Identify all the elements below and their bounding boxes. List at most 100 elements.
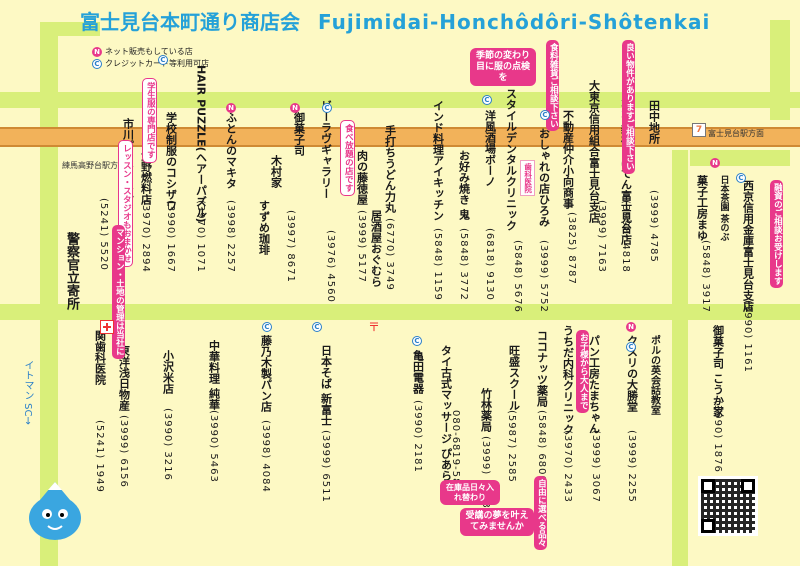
bubble-food-store: 食べ放題の店です bbox=[340, 120, 356, 196]
tel-koshizawa: (3990) 1667 bbox=[165, 200, 176, 273]
qr-code-icon bbox=[698, 476, 758, 536]
tel-shinfuji-soba: (3999) 6511 bbox=[320, 430, 331, 503]
tel-ichikawa: (5241) 5520 bbox=[98, 198, 109, 271]
shop-ozawa-rice: 小沢米店 bbox=[161, 350, 175, 394]
credit-card-icon: C bbox=[92, 59, 102, 69]
tel-be-love: (3976) 4560 bbox=[325, 230, 336, 303]
title-english: Fujimidai-Honchôdôri-Shôtenkai bbox=[318, 10, 711, 34]
shop-ousei-school: 旺盛スクール bbox=[507, 345, 521, 411]
shop-fujinoki-bakery: 藤乃木製パン店 bbox=[259, 335, 273, 412]
credit-card-icon: C bbox=[736, 173, 746, 183]
shop-okonomiyaki-oni: お好み焼き 鬼 bbox=[457, 150, 471, 220]
credit-card-icon: C bbox=[262, 322, 272, 332]
shop-coconut-pharmacy: ココナッツ薬局 bbox=[535, 330, 549, 407]
tel-seki-dental: (5241) 1949 bbox=[94, 420, 105, 493]
tel-coconut-pharmacy: (5848) 6800 bbox=[536, 410, 547, 483]
shop-daitokyo-shinkumi: 大東京信用組合富士見台支店 bbox=[587, 80, 601, 223]
tel-saboten: (3998) 4818 bbox=[620, 200, 631, 273]
station-west-label: 練馬高野台駅方面 bbox=[62, 161, 126, 170]
tel-okonomiyaki-oni: (5848) 3772 bbox=[458, 228, 469, 301]
shop-koshizawa: 学校制服のコシザワ bbox=[164, 112, 178, 211]
road-top bbox=[40, 22, 100, 36]
legend-net-shop-label: ネット販売もしている店 bbox=[105, 47, 193, 56]
tel-kameda-denki: (3990) 2181 bbox=[412, 400, 423, 473]
tel-kimuraya: (3997) 8671 bbox=[285, 210, 296, 283]
tel-komukai: (3825) 8787 bbox=[566, 212, 577, 285]
tel-makita: (3998) 2257 bbox=[225, 200, 236, 273]
tel-tanaka-jisho: (3999) 4785 bbox=[648, 190, 659, 263]
road-vertical-left bbox=[40, 25, 58, 566]
tel-uchida-clinic: (3970) 2433 bbox=[562, 430, 573, 503]
credit-card-icon: C bbox=[482, 95, 492, 105]
bubble-season-cook: 季節の変わり目に服の点検を bbox=[470, 48, 536, 87]
bubble-exchange: 在庫品日々入れ替わり bbox=[440, 480, 500, 506]
shop-kouka: 御菓子司 こうか家 bbox=[711, 325, 725, 417]
shop-kimuraya: 木村家 bbox=[269, 155, 283, 188]
shop-daishodo: クスリの大勝堂 bbox=[625, 335, 639, 412]
credit-card-icon: C bbox=[540, 110, 550, 120]
road-horizontal-upper-a bbox=[0, 92, 800, 108]
shop-seikyo-shinkin: 西京信用金庫富士見台支店 bbox=[741, 180, 755, 312]
shop-tamachan: パン工房たまちゃん bbox=[587, 335, 601, 434]
shop-be-love: ビーラヴギャラリー bbox=[319, 100, 333, 199]
tel-bono: (6818) 9130 bbox=[484, 228, 495, 301]
road-horizontal-lower bbox=[0, 304, 800, 320]
shop-suzume: すずめ珈琲 bbox=[257, 200, 271, 255]
credit-card-icon: C bbox=[322, 103, 332, 113]
shop-fujitokuya: 肉の藤徳屋 bbox=[355, 150, 369, 205]
tel-ai-kitchen: (5848) 1159 bbox=[432, 228, 443, 301]
road-diagonal-right bbox=[690, 150, 790, 166]
main-shopping-street bbox=[0, 127, 800, 147]
net-shop-icon: N bbox=[92, 47, 102, 57]
shop-hair-puzzle: HAIR PUZZLE(ヘアーパズル) bbox=[194, 65, 208, 223]
tel-takebayashi: (3999) 1573 bbox=[480, 436, 491, 509]
tel-seikyo-shinkin: (3990) 1161 bbox=[742, 300, 753, 373]
shop-takebayashi: 竹林薬局 bbox=[479, 388, 493, 432]
shop-style-dental: スタイルデンタルクリニック bbox=[504, 88, 518, 231]
bubble-catalog: 食料雑貨ご相談下さい bbox=[546, 40, 560, 131]
tel-fujitokuya: (3999) 5177 bbox=[356, 210, 367, 283]
seven-eleven-icon: 7 bbox=[692, 123, 706, 137]
shop-hiromi: おしゃれの店ひろみ bbox=[537, 128, 551, 227]
bubble-west-bank: 融資のご相談お受けします bbox=[770, 180, 784, 288]
shop-uchida-clinic: うちだ内科クリニック bbox=[561, 325, 575, 435]
shop-chanobu: 日本茶園 茶のぶ bbox=[718, 175, 729, 242]
tel-ozawa-rice: (3990) 3216 bbox=[162, 408, 173, 481]
itoman-label: イトマン SC→ bbox=[22, 360, 33, 425]
tel-junka: (3990) 5463 bbox=[208, 410, 219, 483]
tel-thai-massage: 080-6819-5835 bbox=[450, 410, 461, 501]
shop-ogumura: 居酒屋おぐむら bbox=[369, 210, 383, 287]
legend-credit-card: C クレジットカード等利用可店 bbox=[92, 58, 209, 70]
credit-card-icon: C bbox=[158, 55, 168, 65]
shop-makita: ふとんのマキタ bbox=[224, 112, 238, 189]
shop-bono: 洋風酒場ボーノ bbox=[483, 110, 497, 187]
shop-mayu: 菓子工房まゆ bbox=[695, 175, 709, 241]
shop-komukai: 不動産仲介小向商事 bbox=[561, 110, 575, 209]
road-vertical-far-right bbox=[770, 20, 790, 120]
credit-card-icon: C bbox=[412, 336, 422, 346]
tel-ono: (3970) 2894 bbox=[140, 200, 151, 273]
net-shop-icon: N bbox=[626, 322, 636, 332]
legend-credit-card-label: クレジットカード等利用可店 bbox=[105, 59, 209, 68]
bubble-mansion: マンション・土地の管理は当社に bbox=[112, 225, 126, 359]
road-vertical-right bbox=[672, 150, 688, 566]
title-japanese: 富士見台本町通り商店会 bbox=[80, 10, 300, 34]
tel-mayu: (5848) 3917 bbox=[700, 240, 711, 313]
page-title: 富士見台本町通り商店会 Fujimidai-Honchôdôri-Shôtenka… bbox=[80, 6, 710, 35]
bubble-massage-lessons: 受講の夢を叶えてみませんか bbox=[460, 508, 534, 536]
shop-thai-massage: タイ古式マッサージ ぴあらしも bbox=[439, 345, 453, 503]
shop-shinfuji-soba: 日本そば 新富士 bbox=[319, 345, 333, 426]
shop-ono: 大野燃料店 bbox=[139, 150, 153, 205]
shop-tanaka-jisho: 田中地所 bbox=[647, 100, 661, 144]
legend-net-shop: N ネット販売もしている店 bbox=[92, 46, 209, 58]
shop-toyo-asahi: 東洋浅日物産 bbox=[117, 345, 131, 411]
tel-hair-puzzle: (3970) 1071 bbox=[195, 200, 206, 273]
credit-card-icon: C bbox=[312, 322, 322, 332]
tel-fujinoki-bakery: (3998) 4084 bbox=[260, 420, 271, 493]
tel-hiromi: (3999) 5752 bbox=[538, 240, 549, 313]
bubble-coupon: 自由に選べる品々 bbox=[534, 476, 548, 550]
hospital-icon bbox=[100, 320, 114, 334]
net-shop-icon: N bbox=[710, 158, 720, 168]
shop-junka: 中華料理 純華 bbox=[207, 340, 221, 410]
